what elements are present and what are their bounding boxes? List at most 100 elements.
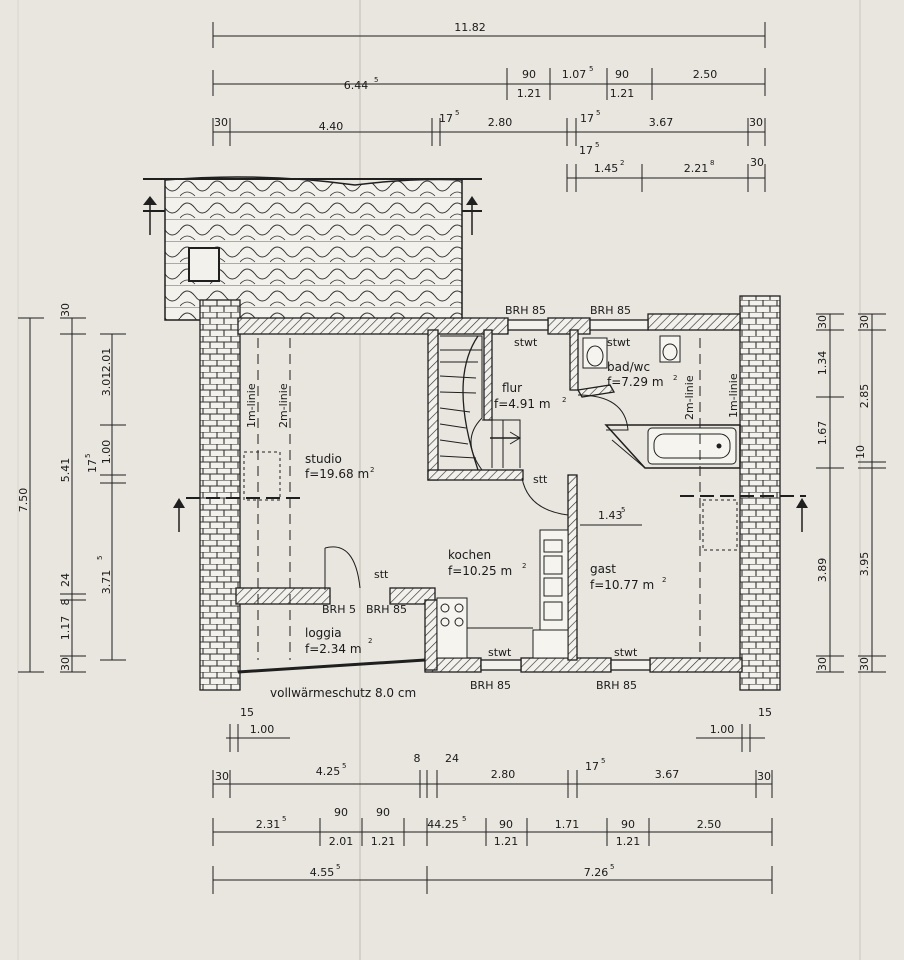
svg-text:4.25: 4.25 (316, 765, 341, 778)
svg-text:30: 30 (750, 156, 764, 169)
svg-text:15: 15 (758, 706, 772, 719)
svg-text:24: 24 (59, 573, 72, 587)
svg-text:5: 5 (462, 815, 466, 823)
section-arrows (143, 196, 808, 508)
left-dimensions (18, 317, 126, 673)
svg-text:5: 5 (342, 762, 346, 770)
svg-text:1.21: 1.21 (494, 835, 519, 848)
svg-text:5: 5 (589, 65, 593, 73)
room-gast-area: f=10.77 m (590, 578, 654, 592)
svg-text:BRH 85: BRH 85 (366, 603, 407, 616)
svg-text:2.21: 2.21 (684, 162, 709, 175)
svg-text:1.21: 1.21 (371, 835, 396, 848)
svg-text:2: 2 (662, 576, 666, 584)
svg-text:stwt: stwt (614, 646, 638, 659)
svg-text:2.80: 2.80 (491, 768, 516, 781)
svg-text:30: 30 (816, 657, 829, 671)
room-studio-area: f=19.68 m (305, 467, 369, 481)
svg-text:17: 17 (579, 144, 593, 157)
svg-text:30: 30 (816, 315, 829, 329)
svg-text:2.50: 2.50 (693, 68, 718, 81)
left-dimension-labels: 7.50 5.41 30 17 5 24 8 1.17 30 3.01 2.01… (17, 303, 113, 671)
svg-text:BRH 85: BRH 85 (590, 304, 631, 317)
svg-text:30: 30 (59, 303, 72, 317)
svg-text:15: 15 (240, 706, 254, 719)
kitchen-fixtures (436, 529, 569, 659)
roof-tiles (143, 176, 482, 321)
svg-text:44.25: 44.25 (427, 818, 459, 831)
svg-text:8: 8 (414, 752, 421, 765)
svg-text:10: 10 (854, 445, 867, 459)
svg-text:90: 90 (376, 806, 390, 819)
svg-text:5: 5 (610, 863, 614, 871)
svg-text:1.21: 1.21 (517, 87, 542, 100)
svg-text:1.07: 1.07 (562, 68, 587, 81)
svg-text:5: 5 (601, 757, 605, 765)
top-dimension-labels: 11.82 6.44 5 90 1.21 1.07 5 90 1.21 2.50… (214, 21, 764, 175)
svg-text:17: 17 (585, 760, 599, 773)
svg-text:30: 30 (757, 770, 771, 783)
svg-text:7.50: 7.50 (17, 488, 30, 513)
svg-text:BRH 85: BRH 85 (596, 679, 637, 692)
bottom-dimensions (212, 724, 773, 894)
svg-text:3.01: 3.01 (100, 372, 113, 397)
svg-text:1.00: 1.00 (710, 723, 735, 736)
svg-text:5: 5 (374, 76, 378, 84)
svg-text:stt: stt (533, 473, 548, 486)
svg-text:1.67: 1.67 (816, 421, 829, 446)
svg-text:stwt: stwt (488, 646, 512, 659)
room-kochen-area: f=10.25 m (448, 564, 512, 578)
room-loggia-area: f=2.34 m (305, 642, 362, 656)
insulation-note: vollwärmeschutz 8.0 cm (270, 686, 416, 700)
svg-text:1m-linie: 1m-linie (245, 383, 258, 428)
walls (199, 295, 781, 691)
svg-text:8: 8 (59, 599, 72, 606)
svg-text:3.67: 3.67 (655, 768, 680, 781)
svg-text:17: 17 (439, 112, 453, 125)
svg-text:5: 5 (84, 454, 92, 458)
svg-text:stwt: stwt (607, 336, 631, 349)
svg-text:1.00: 1.00 (250, 723, 275, 736)
room-bad-area: f=7.29 m (607, 375, 664, 389)
svg-text:2.50: 2.50 (697, 818, 722, 831)
svg-text:2: 2 (368, 637, 372, 645)
room-loggia-name: loggia (305, 626, 342, 640)
svg-text:7.26: 7.26 (584, 866, 609, 879)
svg-text:5: 5 (96, 556, 104, 560)
svg-text:90: 90 (522, 68, 536, 81)
room-studio-name: studio (305, 452, 342, 466)
svg-text:1.21: 1.21 (616, 835, 641, 848)
bottom-dimension-labels: 15 1.00 1.00 15 30 4.25 5 8 24 2.80 17 5… (215, 706, 772, 879)
svg-text:1.34: 1.34 (816, 351, 829, 376)
svg-text:4.40: 4.40 (319, 120, 344, 133)
right-dimension-labels: 30 1.34 1.67 3.89 30 30 2.85 10 3.95 30 (816, 315, 871, 671)
svg-text:2: 2 (522, 562, 526, 570)
room-bad-name: bad/wc (607, 360, 650, 374)
top-dimensions (212, 22, 766, 192)
room-flur-name: flur (502, 381, 522, 395)
svg-text:2: 2 (370, 466, 374, 474)
svg-text:2: 2 (562, 396, 566, 404)
plan-labels: stwt stwt stt stt stwt stwt BRH 85 BRH 8… (245, 304, 740, 700)
svg-text:2m-linie: 2m-linie (683, 375, 696, 420)
svg-text:30: 30 (215, 770, 229, 783)
svg-text:3.71: 3.71 (100, 570, 113, 595)
svg-text:1m-linie: 1m-linie (727, 373, 740, 418)
svg-text:3.89: 3.89 (816, 558, 829, 583)
svg-text:2.80: 2.80 (488, 116, 513, 129)
svg-text:1.45: 1.45 (594, 162, 619, 175)
svg-text:8: 8 (710, 159, 714, 167)
svg-text:3.95: 3.95 (858, 552, 871, 577)
svg-text:30: 30 (858, 315, 871, 329)
svg-text:90: 90 (334, 806, 348, 819)
svg-text:BRH 85: BRH 85 (470, 679, 511, 692)
svg-text:3.67: 3.67 (649, 116, 674, 129)
svg-text:30: 30 (858, 657, 871, 671)
room-gast-name: gast (590, 562, 616, 576)
svg-text:2: 2 (620, 159, 624, 167)
svg-text:stt: stt (374, 568, 389, 581)
svg-text:30: 30 (59, 657, 72, 671)
svg-text:2.85: 2.85 (858, 384, 871, 409)
doors (324, 394, 646, 590)
room-flur-area: f=4.91 m (494, 397, 551, 411)
